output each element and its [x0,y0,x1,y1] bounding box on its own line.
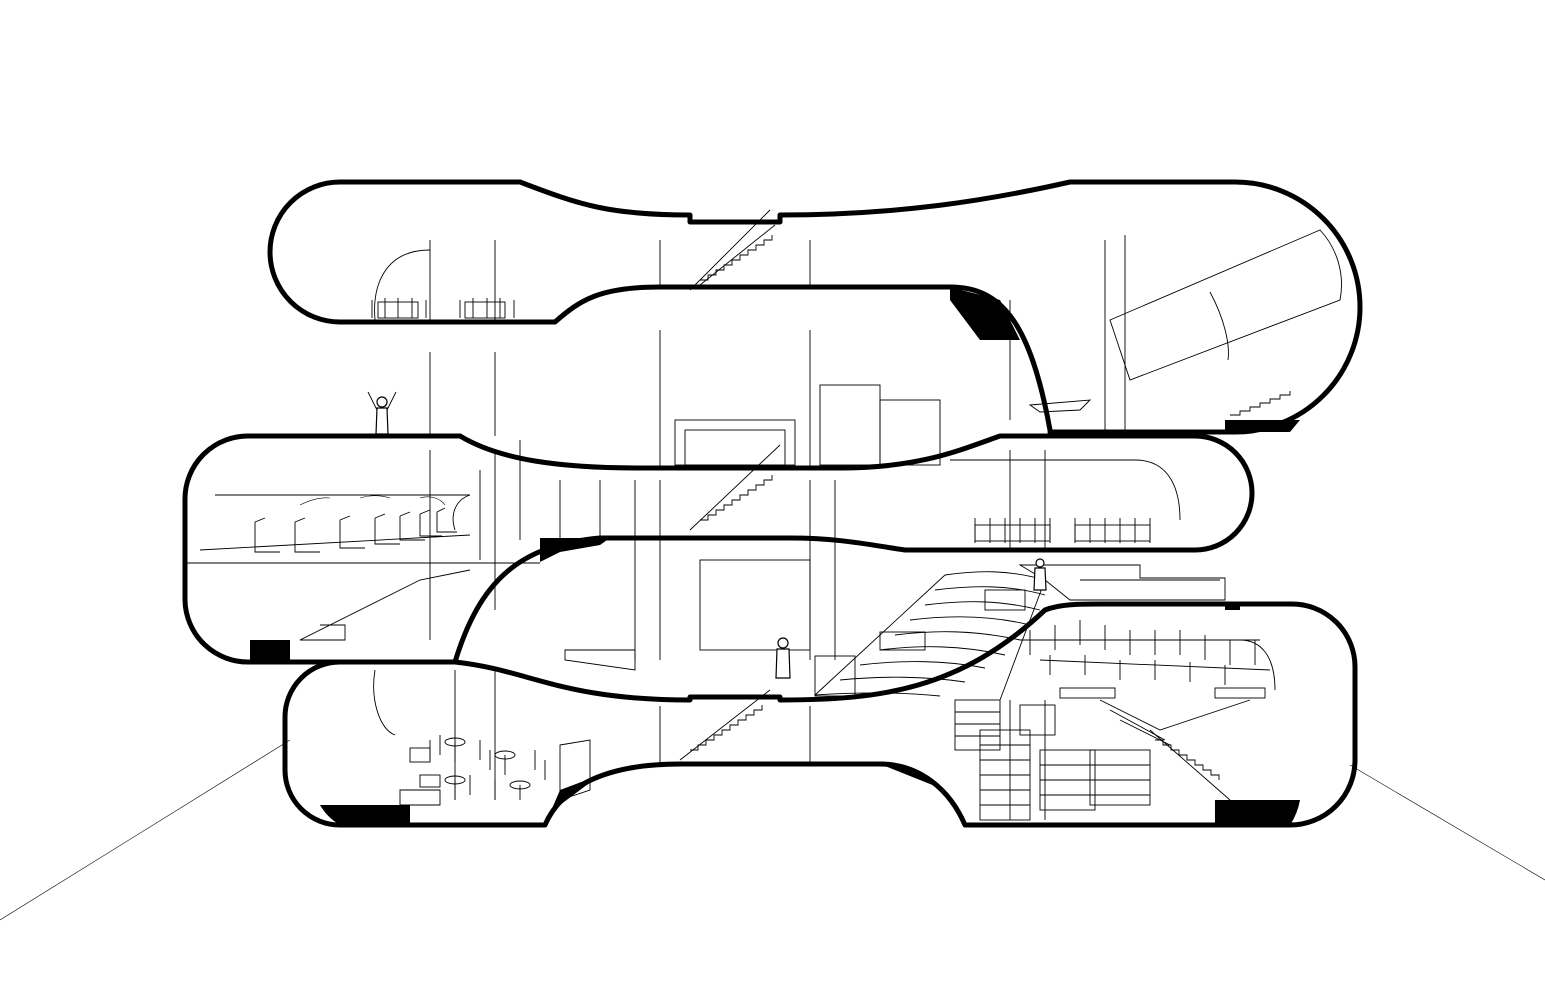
human-figure-platform [1033,558,1047,591]
staircase-middle [689,444,781,531]
middle-lower-tube [452,601,1358,738]
bottom-tube [282,639,1358,828]
human-figure-atrium [775,637,791,679]
bookshelves [954,699,1151,821]
atrium-frame [299,384,941,671]
cafe-furniture [399,735,591,806]
perspective-ground-lines [0,739,1545,921]
human-figure-arms-raised [367,391,397,435]
dining-furniture-top [371,298,515,319]
bleacher-seating [814,571,1046,701]
staircase-bottom [679,689,771,761]
dining-furniture-right [974,518,1151,543]
middle-upper-tube [182,433,1255,665]
staircase-top [689,209,776,291]
top-tube [267,179,1363,435]
columns [429,240,1046,820]
staircase-right-top [1028,391,1291,416]
study-tables [1020,620,1271,746]
upper-platform [1018,564,1226,601]
treadmills [199,507,471,553]
